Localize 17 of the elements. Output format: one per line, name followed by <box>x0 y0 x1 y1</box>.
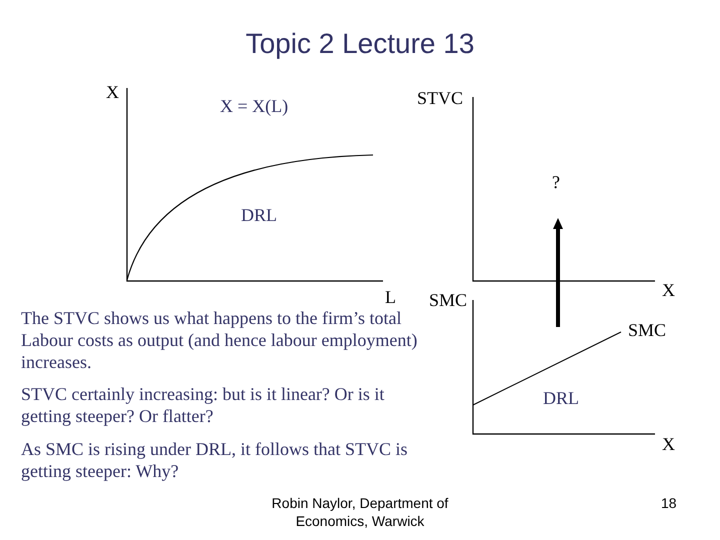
axis-label: L <box>385 287 396 308</box>
question-mark-label: ? <box>552 172 560 193</box>
axis-label: SMC <box>429 290 468 311</box>
paragraph: As SMC is rising under DRL, it follows that STVC is getting steeper: Why? <box>21 438 409 482</box>
paragraph: The STVC shows us what happens to the firm’s total Labour costs as output (and hence labour employment) increases. <box>21 307 418 373</box>
region-label: DRL <box>241 205 277 226</box>
paragraph: STVC certainly increasing: but is it linear? Or is it getting steeper? Or flatter? <box>21 383 386 427</box>
footer-text: Robin Naylor, Department of Economics, Warwick <box>270 494 450 530</box>
axis-label: X <box>106 82 119 103</box>
axis-label: X <box>662 280 675 301</box>
region-label: DRL <box>543 388 579 409</box>
curve-label: SMC <box>628 320 666 341</box>
equation-label: X = X(L) <box>220 96 288 117</box>
axis-label: STVC <box>417 88 464 109</box>
slide-title: Topic 2 Lecture 13 <box>246 28 474 60</box>
page-number: 18 <box>661 494 677 512</box>
axis-label: X <box>662 434 675 455</box>
